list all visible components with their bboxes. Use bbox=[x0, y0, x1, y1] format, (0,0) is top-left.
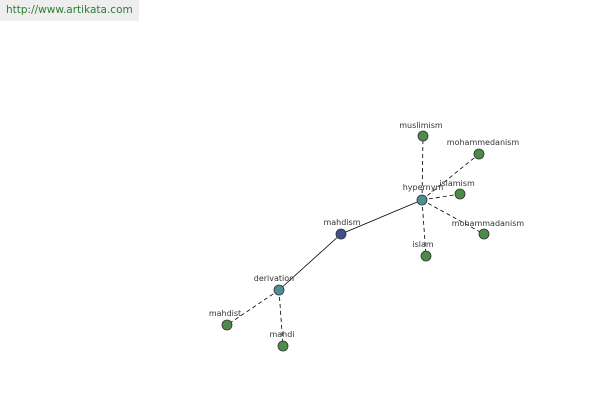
node-label-muslimism[interactable]: muslimism bbox=[399, 121, 443, 130]
edge-hypernym-mohammadanism bbox=[421, 199, 485, 235]
nodes-layer bbox=[221, 130, 490, 352]
node-mahdism[interactable] bbox=[335, 228, 347, 240]
edges-layer bbox=[226, 135, 485, 347]
node-label-islam[interactable]: islam bbox=[412, 240, 434, 249]
node-hypernym[interactable] bbox=[416, 194, 428, 206]
node-label-mohammadanism[interactable]: mohammadanism bbox=[452, 219, 525, 228]
node-islam[interactable] bbox=[420, 250, 432, 262]
site-url[interactable]: http://www.artikata.com bbox=[0, 0, 139, 21]
edge-derivation-mahdist bbox=[226, 289, 280, 326]
node-mohammedanism[interactable] bbox=[473, 148, 485, 160]
node-label-islamism[interactable]: islamism bbox=[439, 179, 475, 188]
edge-mahdism-derivation bbox=[278, 233, 342, 291]
node-label-mahdism[interactable]: mahdism bbox=[323, 218, 360, 227]
labels-layer: mahdism hypernym derivation muslimism mohamm… bbox=[209, 121, 525, 339]
node-label-mahdi[interactable]: mahdi bbox=[269, 330, 294, 339]
node-mahdi[interactable] bbox=[277, 340, 289, 352]
edge-derivation-mahdi bbox=[278, 289, 284, 347]
node-muslimism[interactable] bbox=[417, 130, 429, 142]
node-mohammadanism[interactable] bbox=[478, 228, 490, 240]
node-mahdist[interactable] bbox=[221, 319, 233, 331]
node-label-mahdist[interactable]: mahdist bbox=[209, 309, 241, 318]
edge-hypernym-mohammedanism bbox=[421, 153, 480, 201]
edge-hypernym-islam bbox=[421, 199, 427, 257]
node-label-hypernym[interactable]: hypernym bbox=[403, 183, 444, 192]
edge-hypernym-muslimism bbox=[421, 135, 424, 201]
node-islamism[interactable] bbox=[454, 188, 466, 200]
node-label-mohammedanism[interactable]: mohammedanism bbox=[447, 138, 520, 147]
node-derivation[interactable] bbox=[273, 284, 285, 296]
edge-mahdism-hypernym bbox=[340, 199, 423, 235]
node-label-derivation[interactable]: derivation bbox=[254, 274, 294, 283]
